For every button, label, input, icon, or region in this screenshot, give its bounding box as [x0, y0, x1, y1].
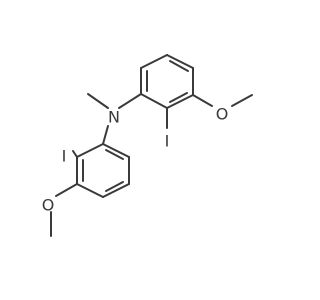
- bond: [76, 143, 104, 158]
- bond: [102, 183, 130, 198]
- oxygen-atom-label: O: [42, 196, 55, 215]
- bond: [102, 125, 109, 145]
- structure-drawing: N I I O O: [42, 54, 253, 237]
- bond: [140, 54, 168, 69]
- oxygen-atom-label: O: [216, 105, 229, 124]
- bond: [118, 93, 142, 109]
- bond: [166, 94, 194, 109]
- bond: [102, 143, 130, 158]
- bond: [105, 181, 124, 192]
- bond: [169, 92, 188, 103]
- molecule-canvas: N I I O O: [41, 54, 253, 237]
- bond: [140, 93, 168, 109]
- lower-benzene-ring: [76, 143, 130, 198]
- bond: [87, 93, 109, 109]
- bond: [105, 149, 124, 160]
- bond: [76, 183, 104, 198]
- bond: [169, 60, 189, 72]
- bond: [72, 150, 78, 158]
- upper-benzene-ring: [140, 54, 194, 109]
- bond: [231, 94, 253, 107]
- bond: [166, 54, 194, 69]
- bond: [55, 183, 78, 197]
- iodine-atom-label: I: [62, 147, 67, 166]
- bond: [192, 94, 213, 107]
- nitrogen-atom-label: N: [108, 108, 120, 127]
- iodine-atom-label: I: [165, 132, 170, 151]
